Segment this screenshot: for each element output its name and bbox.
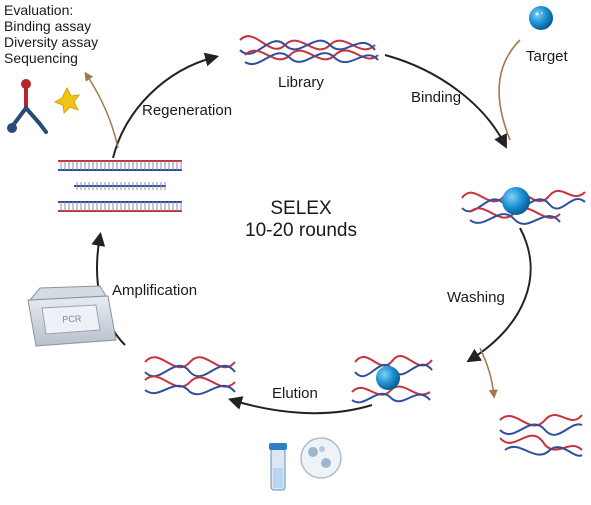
eluted-dna	[144, 356, 236, 396]
antigen-star-icon	[53, 86, 81, 115]
step-label-washing: Washing	[447, 289, 505, 306]
arrow-regeneration-to-library	[112, 52, 220, 159]
step-label-amplification: Amplification	[112, 282, 198, 299]
cycle-subtitle: 10-20 rounds	[245, 220, 357, 241]
antibody-icon	[7, 79, 48, 134]
step-label-library: Library	[278, 74, 324, 91]
pcr-label: PCR	[62, 313, 82, 324]
tube-icon	[269, 443, 287, 491]
cycle-title: SELEX	[270, 198, 332, 219]
arrow-library-to-binding	[384, 54, 507, 149]
evaluation-line: Sequencing	[4, 50, 78, 66]
magnifier-icon	[300, 437, 342, 479]
pcr-machine-icon: PCR	[27, 285, 117, 347]
target-ball-icon	[529, 6, 553, 30]
regeneration-strands	[58, 160, 182, 212]
binding-complex	[461, 187, 586, 225]
arrow-to-evaluation	[84, 71, 119, 149]
cycle-center-text: SELEX 10-20 rounds	[236, 198, 366, 242]
step-label-binding: Binding	[411, 89, 462, 106]
arrow-elution-to-amplification	[227, 396, 373, 415]
evaluation-list: Evaluation: Binding assay Diversity assa…	[4, 2, 98, 66]
library-dna-cluster	[239, 35, 379, 65]
arrow-target-in	[498, 39, 521, 141]
target-label: Target	[526, 48, 568, 65]
evaluation-line: Diversity assay	[4, 34, 99, 50]
arrow-binding-to-washing	[466, 227, 532, 363]
step-label-regeneration: Regeneration	[142, 102, 233, 119]
evaluation-line: Evaluation:	[4, 2, 74, 18]
step-label-elution: Elution	[272, 385, 318, 402]
arrow-washing-discard	[479, 347, 498, 399]
evaluation-line: Binding assay	[4, 18, 92, 34]
discarded-dna	[499, 414, 583, 457]
washing-bound-complex	[351, 355, 433, 404]
